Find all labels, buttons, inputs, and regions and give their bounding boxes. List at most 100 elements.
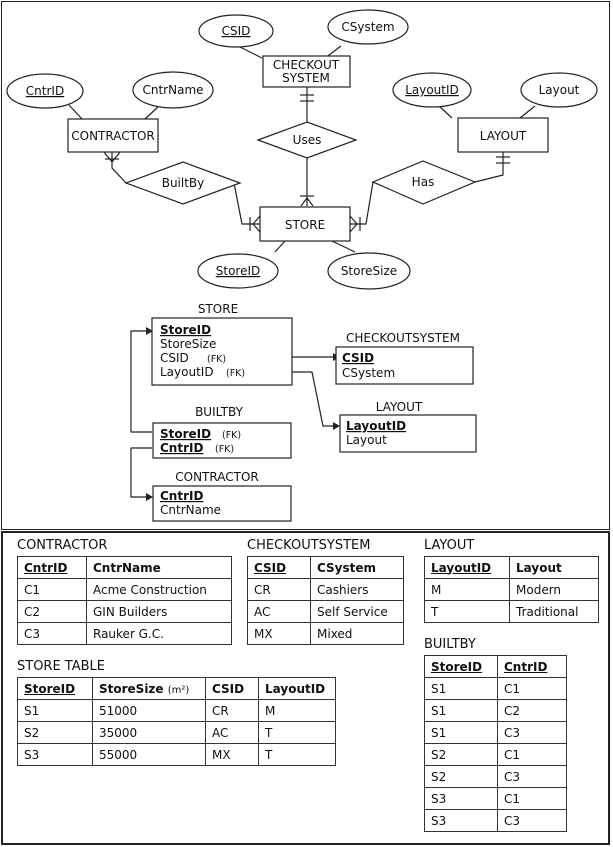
relationship-uses: Uses xyxy=(256,121,358,159)
table-cell: C2 xyxy=(497,699,567,722)
table-row: S1 C3 xyxy=(424,721,567,744)
entity-label: SYSTEM xyxy=(282,71,330,85)
checkoutsystem-table: CSID CSystem CR Cashiers AC Self Service… xyxy=(247,556,404,645)
relationship-label: BuiltBy xyxy=(162,176,205,190)
schema-title: CONTRACTOR xyxy=(175,470,258,484)
attribute-label: CSystem xyxy=(341,20,394,34)
schema-field: CSID xyxy=(342,351,374,365)
entity-checkout-system: CHECKOUT SYSTEM xyxy=(262,55,351,88)
schema-builtby: BUILTBY StoreID (FK) CntrID (FK) xyxy=(152,405,292,459)
table-caption: CONTRACTOR xyxy=(17,538,108,553)
table-row: S3 C3 xyxy=(424,809,567,832)
table-cell: MX xyxy=(205,743,259,766)
schema-store: STORE StoreID StoreSize CSID (FK) Layout… xyxy=(151,302,293,386)
attribute-label: StoreSize xyxy=(341,264,397,278)
table-cell: C3 xyxy=(497,765,567,788)
entity-store: STORE xyxy=(259,206,351,242)
table-cell: C3 xyxy=(497,809,567,832)
table-row: T Traditional xyxy=(424,600,599,623)
table-caption: LAYOUT xyxy=(424,538,475,553)
table-cell: M xyxy=(258,699,336,722)
table-cell: Modern xyxy=(509,578,599,601)
table-cell: S3 xyxy=(17,743,93,766)
layout-table: LayoutID Layout M Modern T Traditional xyxy=(424,556,599,623)
checkoutsystem-table-block: CHECKOUTSYSTEM CSID CSystem CR Cashiers … xyxy=(247,538,404,645)
attribute-label: CntrName xyxy=(142,83,203,97)
attribute-cntrid: CntrID xyxy=(6,73,84,109)
table-row: AC Self Service xyxy=(247,600,404,623)
schema-title: STORE xyxy=(198,302,238,316)
table-row: S1 C1 xyxy=(424,677,567,700)
fk-marker: (FK) xyxy=(222,430,241,441)
table-caption: CHECKOUTSYSTEM xyxy=(247,538,371,553)
table-cell: T xyxy=(258,721,336,744)
column-header: StoreSize (m²) xyxy=(92,677,206,700)
layout-table-block: LAYOUT LayoutID Layout M Modern T Tradit… xyxy=(424,538,599,623)
store-table: StoreID StoreSize (m²) CSID LayoutID S1 … xyxy=(17,677,336,766)
column-header: StoreID xyxy=(424,655,498,678)
table-cell: S1 xyxy=(424,699,498,722)
relationship-has: Has xyxy=(371,160,477,205)
table-cell: Mixed xyxy=(310,622,404,645)
table-row: M Modern xyxy=(424,578,599,601)
table-row: S1 C2 xyxy=(424,699,567,722)
table-cell: S1 xyxy=(424,721,498,744)
column-header: Layout xyxy=(509,556,599,579)
entity-label: CHECKOUT xyxy=(273,58,340,72)
schema-field: CSystem xyxy=(342,366,395,380)
table-row: S2 C1 xyxy=(424,743,567,766)
table-cell: S2 xyxy=(424,743,498,766)
table-cell: C2 xyxy=(17,600,87,623)
cardinality-marks xyxy=(103,94,510,233)
attribute-label: LayoutID xyxy=(405,83,459,97)
table-cell: M xyxy=(424,578,510,601)
column-header: CSID xyxy=(205,677,259,700)
table-cell: S3 xyxy=(424,787,498,810)
table-cell: S1 xyxy=(17,699,93,722)
table-row: S2 35000 AC T xyxy=(17,721,336,744)
table-cell: T xyxy=(424,600,510,623)
builtby-table-block: BUILTBY StoreID CntrID S1 C1 S1 C2 S1 C3… xyxy=(424,637,567,832)
sample-data-panel xyxy=(1,531,610,845)
column-header: CntrID xyxy=(497,655,567,678)
attribute-storeid: StoreID xyxy=(197,253,279,289)
attribute-cntrname: CntrName xyxy=(132,71,214,109)
relationship-label: Has xyxy=(412,175,435,189)
schema-checkoutsystem: CHECKOUTSYSTEM CSID CSystem xyxy=(335,331,474,385)
column-header: LayoutID xyxy=(424,556,510,579)
column-header: CntrName xyxy=(86,556,232,579)
entity-label: STORE xyxy=(285,218,325,232)
contractor-table: CntrID CntrName C1 Acme Construction C2 … xyxy=(17,556,232,645)
table-cell: 51000 xyxy=(92,699,206,722)
table-row: CR Cashiers xyxy=(247,578,404,601)
attribute-layout: Layout xyxy=(520,72,598,108)
builtby-table: StoreID CntrID S1 C1 S1 C2 S1 C3 S2 C1 S… xyxy=(424,655,567,832)
schema-title: LAYOUT xyxy=(376,400,423,414)
attribute-layoutid: LayoutID xyxy=(392,72,472,108)
entity-contractor: CONTRACTOR xyxy=(67,118,159,153)
attribute-storesize: StoreSize xyxy=(327,252,411,290)
er-diagram-panel xyxy=(1,1,610,530)
table-row: S2 C3 xyxy=(424,765,567,788)
table-cell: S3 xyxy=(424,809,498,832)
column-header: StoreID xyxy=(17,677,93,700)
table-row: S3 55000 MX T xyxy=(17,743,336,766)
fk-marker: (FK) xyxy=(226,368,245,379)
attribute-label: CntrID xyxy=(26,84,64,98)
table-cell: CR xyxy=(247,578,311,601)
schema-layout: LAYOUT LayoutID Layout xyxy=(339,400,477,453)
table-cell: S1 xyxy=(424,677,498,700)
schema-field: Layout xyxy=(346,433,387,447)
table-cell: Rauker G.C. xyxy=(86,622,232,645)
schema-title: CHECKOUTSYSTEM xyxy=(346,331,460,345)
table-cell: AC xyxy=(247,600,311,623)
table-row: C2 GIN Builders xyxy=(17,600,232,623)
fk-marker: (FK) xyxy=(215,444,234,455)
schema-field: LayoutID xyxy=(160,365,214,379)
schema-field: CSID xyxy=(160,351,189,365)
table-cell: MX xyxy=(247,622,311,645)
table-cell: C1 xyxy=(497,743,567,766)
table-cell: C3 xyxy=(17,622,87,645)
table-cell: 35000 xyxy=(92,721,206,744)
entity-layout: LAYOUT xyxy=(457,117,549,153)
